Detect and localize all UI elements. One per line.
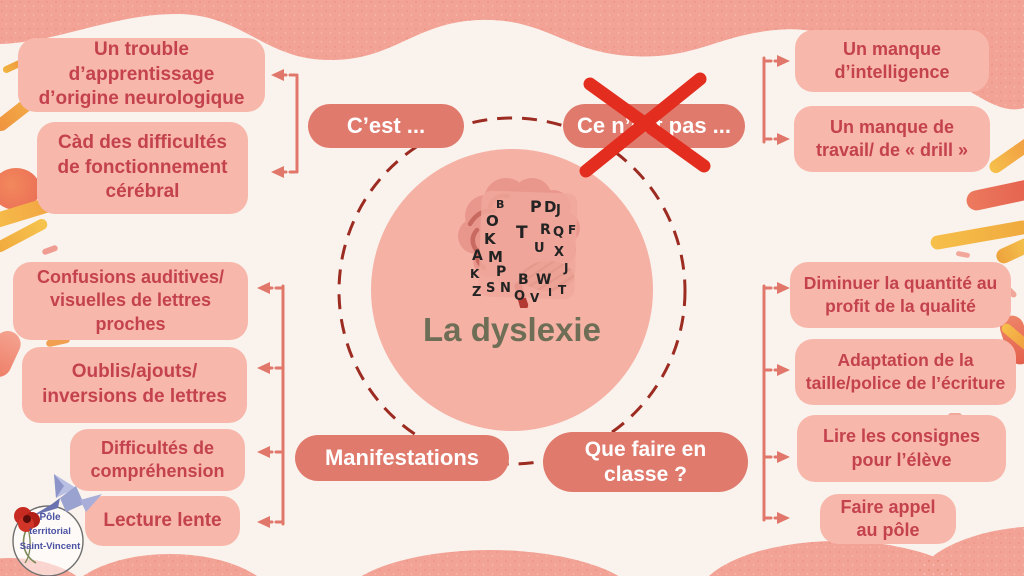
info-box-lecture-lente: Lecture lente xyxy=(85,496,240,546)
page-title: La dyslexie xyxy=(423,311,601,348)
svg-text:Z: Z xyxy=(472,285,481,300)
dashed-circle xyxy=(337,116,687,466)
svg-text:K: K xyxy=(470,267,480,281)
info-box-lire-consignes: Lire les consignes pour l’élève xyxy=(797,415,1006,482)
branch-pill-que-faire: Que faire en classe ? xyxy=(543,432,748,492)
svg-text:W: W xyxy=(536,272,551,288)
origami-bird-icon xyxy=(25,474,102,522)
info-box-diminuer-quantite: Diminuer la quantité au profit de la qua… xyxy=(790,262,1011,328)
info-box-difficultes-comprehension: Difficultés de compréhension xyxy=(70,429,245,491)
logo-pole-territorial: Pôle territorial Saint-Vincent xyxy=(12,474,102,576)
svg-text:T: T xyxy=(516,223,528,243)
svg-text:A: A xyxy=(472,248,483,264)
svg-text:N: N xyxy=(500,281,511,296)
poppy-flower-icon xyxy=(14,507,40,564)
info-box-manque-intelligence: Un manque d’intelligence xyxy=(795,30,989,92)
svg-text:Pôle: Pôle xyxy=(39,512,61,523)
svg-text:R: R xyxy=(540,222,551,238)
svg-text:F: F xyxy=(568,223,576,237)
svg-text:J: J xyxy=(555,203,561,218)
svg-text:Saint-Vincent: Saint-Vincent xyxy=(20,541,81,552)
svg-text:P: P xyxy=(496,264,506,280)
svg-text:S: S xyxy=(486,281,495,296)
svg-text:J: J xyxy=(563,261,568,275)
svg-text:P: P xyxy=(530,197,542,216)
svg-text:U: U xyxy=(534,241,545,256)
bottom-wave-band xyxy=(0,526,1024,576)
svg-text:B: B xyxy=(518,272,529,288)
svg-text:T: T xyxy=(558,283,567,297)
info-box-difficultes-cerebral: Càd des difficultés de fonctionnement cé… xyxy=(37,122,248,214)
svg-text:K: K xyxy=(484,230,497,248)
branch-pill-cest: C’est ... xyxy=(308,104,464,148)
info-box-trouble-apprentissage: Un trouble d’apprentissage d’origine neu… xyxy=(18,38,265,112)
svg-text:V: V xyxy=(530,291,540,305)
info-box-confusions-lettres: Confusions auditives/ visuelles de lettr… xyxy=(13,262,248,340)
svg-text:X: X xyxy=(554,245,564,260)
cross-x-icon xyxy=(579,72,711,178)
top-wave-band xyxy=(0,0,1024,110)
brain-icon: B O P D J K T R Q F A M U X K P S N B W … xyxy=(458,178,580,308)
svg-text:territorial: territorial xyxy=(29,526,71,537)
svg-text:O: O xyxy=(514,289,525,304)
svg-text:O: O xyxy=(486,212,499,230)
svg-text:B: B xyxy=(496,198,504,211)
svg-text:I: I xyxy=(548,286,552,299)
info-box-adaptation-ecriture: Adaptation de la taille/police de l’écri… xyxy=(795,339,1016,405)
svg-text:Q: Q xyxy=(553,225,564,240)
info-box-oublis-inversions: Oublis/ajouts/ inversions de lettres xyxy=(22,347,247,423)
info-box-manque-travail: Un manque de travail/ de « drill » xyxy=(794,106,990,172)
svg-text:D: D xyxy=(544,198,556,216)
info-box-faire-appel-pole: Faire appel au pôle xyxy=(820,494,956,544)
branch-pill-manifestations: Manifestations xyxy=(295,435,509,481)
svg-text:M: M xyxy=(488,248,503,266)
